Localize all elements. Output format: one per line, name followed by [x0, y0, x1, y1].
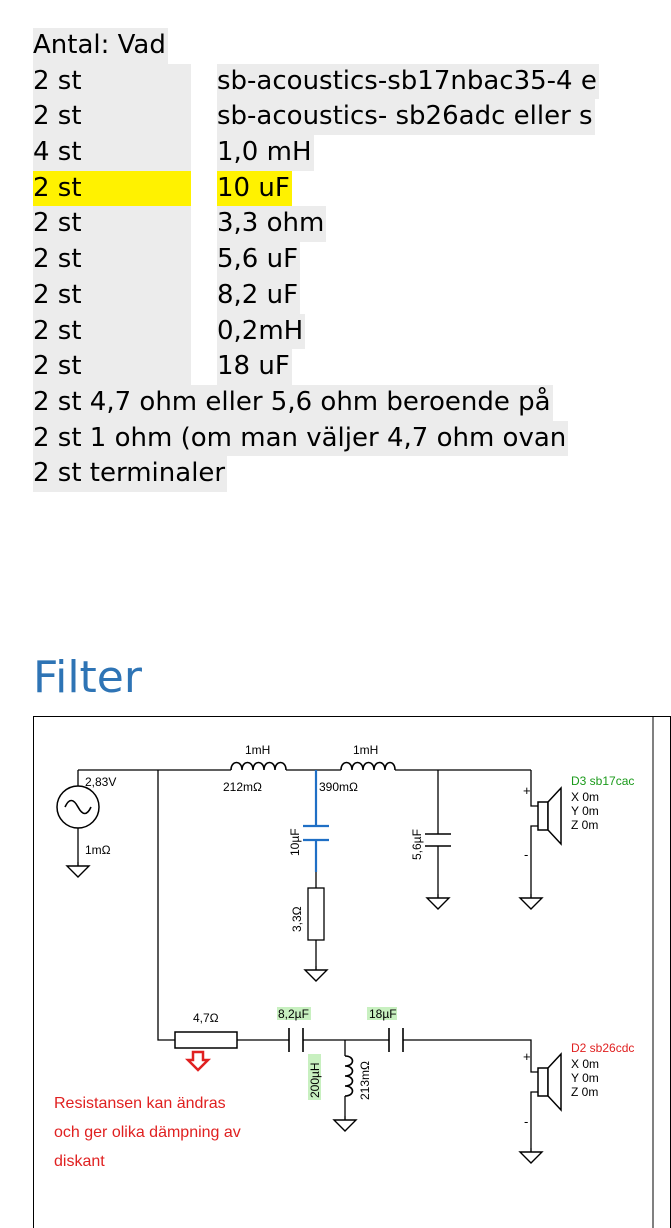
- list-item: 2 st 1 ohm (om man väljer 4,7 ohm ovan: [33, 420, 671, 457]
- parts-rows: 2 st sb-acoustics-sb17nbac35-4 e 2 st sb-ac…: [33, 63, 671, 492]
- schematic-svg: 2,83V 1mΩ 1mH 212mΩ 1mH 390mΩ 10µF 5,6µF…: [33, 716, 671, 1228]
- list-item: 2 st 8,2 uF: [33, 277, 671, 314]
- section-title: Filter: [33, 652, 142, 703]
- d2-name-label: D2 sb26cdc: [571, 1041, 634, 1055]
- resistor-4-7: [174, 1031, 238, 1049]
- ground-icon: [425, 894, 451, 910]
- item-quantity: 2 st: [33, 277, 191, 314]
- sine-wave-icon: [64, 799, 92, 815]
- label-bg-200uh: [308, 1054, 321, 1100]
- c18-label: 18µF: [369, 1007, 397, 1021]
- ground-icon: [518, 894, 544, 910]
- wire-d2-minus: [530, 1091, 538, 1134]
- item-quantity: 2 st: [33, 206, 191, 243]
- inductor-l1-icon: [230, 761, 287, 771]
- d2-z-label: Z 0m: [571, 1085, 598, 1099]
- annotation-line-1: Resistansen kan ändras: [54, 1095, 226, 1112]
- item-quantity: 2 st: [33, 63, 191, 100]
- d3-z-label: Z 0m: [571, 818, 598, 832]
- list-header-row: Antal: Vad: [33, 28, 671, 64]
- d2-minus-label: -: [524, 1114, 528, 1129]
- item-name: 8,2 uF: [217, 277, 301, 314]
- l3-value-label: 200µH: [308, 1062, 322, 1098]
- item-quantity: 2 st: [33, 170, 191, 207]
- wire-highlight-branch: [303, 770, 329, 872]
- arrow-up-icon: [184, 1050, 212, 1072]
- item-text: 2 st 4,7 ohm eller 5,6 ohm beroende på: [33, 384, 553, 421]
- ground-symbols: [65, 862, 544, 1164]
- list-item: 2 st 0,2mH: [33, 313, 671, 350]
- wire-to-d2: [403, 1039, 538, 1073]
- item-quantity: 2 st: [33, 99, 191, 136]
- item-name: sb-acoustics-sb17nbac35-4 e: [217, 63, 599, 100]
- list-item: 2 st 3,3 ohm: [33, 206, 671, 243]
- l2-resistance-label: 390mΩ: [319, 780, 358, 794]
- l1-resistance-label: 212mΩ: [223, 780, 262, 794]
- inductor-l3-icon: [344, 1055, 354, 1097]
- item-name: 5,6 uF: [217, 242, 301, 278]
- item-name: 3,3 ohm: [217, 206, 327, 243]
- list-item: 2 st terminaler: [33, 456, 671, 492]
- annotation-line-2: och ger olika dämpning av: [54, 1124, 241, 1141]
- annotation-line-3: diskant: [54, 1153, 105, 1170]
- wire-d3-minus: [530, 825, 538, 868]
- d3-x-label: X 0m: [571, 790, 599, 804]
- item-name: 1,0 mH: [217, 135, 314, 171]
- item-name: 10 uF: [217, 170, 292, 207]
- item-name: sb-acoustics- sb26adc eller s: [217, 99, 595, 136]
- inductor-l2-icon: [340, 761, 396, 771]
- source-voltage-label: 2,83V: [85, 775, 116, 789]
- list-item: 2 st sb-acoustics-sb17nbac35-4 e: [33, 63, 671, 100]
- ground-icon: [303, 966, 329, 982]
- d3-y-label: Y 0m: [571, 804, 599, 818]
- speaker-d2-magnet: [537, 1067, 549, 1097]
- list-item: 2 st sb-acoustics- sb26adc eller s: [33, 99, 671, 136]
- item-quantity: 2 st: [33, 313, 191, 350]
- l1-value-label: 1mH: [245, 743, 270, 757]
- list-item: 2 st 4,7 ohm eller 5,6 ohm beroende på: [33, 384, 671, 421]
- d3-minus-label: -: [524, 847, 528, 862]
- l2-value-label: 1mH: [353, 743, 378, 757]
- label-bg-8-2: [277, 1007, 311, 1020]
- ground-icon: [65, 862, 91, 878]
- d2-y-label: Y 0m: [571, 1071, 599, 1085]
- item-name: 18 uF: [217, 349, 292, 385]
- d2-plus-label: +: [523, 1049, 531, 1064]
- wires: [77, 769, 538, 1148]
- label-bg-18: [367, 1007, 397, 1020]
- filter-schematic: 2,83V 1mΩ 1mH 212mΩ 1mH 390mΩ 10µF 5,6µF…: [33, 716, 671, 1228]
- parts-list: Antal: Vad 2 st sb-acoustics-sb17nbac35-4…: [33, 28, 671, 492]
- wire-branch-down: [157, 770, 175, 1041]
- list-item: 2 st 5,6 uF: [33, 242, 671, 278]
- item-name: 0,2mH: [217, 313, 306, 350]
- c56-label: 5,6µF: [410, 829, 424, 860]
- item-text: 2 st 1 ohm (om man väljer 4,7 ohm ovan: [33, 420, 569, 457]
- speaker-d2-icon: [547, 1052, 562, 1112]
- ground-icon: [518, 1148, 544, 1164]
- annotation: Resistansen kan ändras och ger olika däm…: [54, 1095, 241, 1170]
- c82-label: 8,2µF: [278, 1007, 309, 1021]
- r33-label: 3,3Ω: [290, 906, 304, 932]
- d3-name-label: D3 sb17cac: [571, 774, 634, 788]
- item-quantity: 4 st: [33, 135, 191, 171]
- item-quantity: 2 st: [33, 242, 191, 278]
- item-quantity: 2 st: [33, 349, 191, 385]
- r47-label: 4,7Ω: [193, 1011, 219, 1025]
- list-header: Antal: Vad: [33, 28, 168, 64]
- source-resistance-label: 1mΩ: [85, 843, 111, 857]
- c10-label: 10µF: [288, 828, 302, 856]
- list-item: 2 st 18 uF: [33, 349, 671, 385]
- wire-d3-plus: [530, 770, 538, 807]
- d3-plus-label: +: [523, 783, 531, 798]
- ground-icon: [332, 1116, 358, 1132]
- speaker-d3-icon: [547, 786, 562, 846]
- l3-resistance-label: 213mΩ: [358, 1061, 372, 1100]
- speaker-d3-magnet: [537, 801, 549, 831]
- list-item: 2 st 10 uF: [33, 170, 671, 207]
- schematic-frame: [33, 716, 671, 1228]
- list-item: 4 st 1,0 mH: [33, 135, 671, 171]
- d2-x-label: X 0m: [571, 1057, 599, 1071]
- item-text: 2 st terminaler: [33, 456, 228, 492]
